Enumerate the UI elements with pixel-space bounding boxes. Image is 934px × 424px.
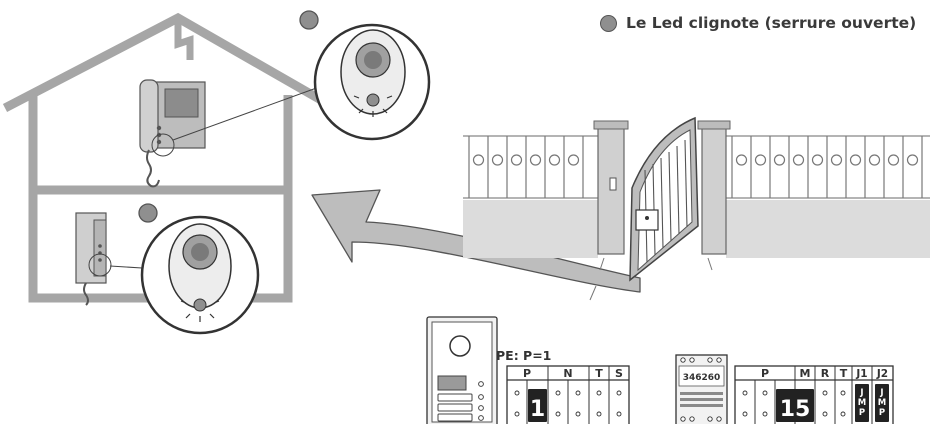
camera-icon	[449, 335, 471, 357]
module-header-r: R	[821, 367, 830, 380]
panel-header-n: N	[563, 367, 572, 380]
lower-blinking-led-icon	[193, 298, 207, 312]
power-module: 346260	[675, 354, 728, 424]
module-header-j2: J2	[876, 368, 888, 380]
jumper-j1	[855, 384, 869, 422]
led-indicator-icon	[600, 14, 617, 32]
panel-header-p: P	[523, 367, 531, 380]
upper-led-zoom	[313, 23, 431, 141]
entrance-panel	[426, 316, 498, 424]
panel-terminal-block: P N T S 1	[506, 365, 630, 424]
panel-header-s: S	[615, 367, 623, 380]
fence	[463, 120, 930, 301]
panel-setting-label: PE: P=1	[496, 348, 551, 363]
module-config-value: 15	[780, 397, 811, 422]
module-header-t: T	[840, 367, 848, 380]
legend: Le Led clignote (serrure ouverte)	[600, 14, 916, 32]
module-header-m: M	[800, 367, 811, 380]
lower-led-zoom	[140, 215, 260, 335]
module-header-j1: J1	[855, 368, 867, 380]
panel-config-value: 1	[530, 397, 545, 422]
lower-focus-ring	[88, 253, 112, 277]
jumper-j2	[875, 384, 889, 422]
speaker-grille-icon	[437, 375, 467, 391]
upper-focus-ring	[151, 133, 175, 157]
upper-handset-device	[139, 79, 206, 188]
legend-text: Le Led clignote (serrure ouverte)	[626, 14, 917, 32]
power-module-model: 346260	[683, 373, 721, 383]
module-header-p: P	[761, 367, 769, 380]
open-gate	[629, 116, 699, 282]
upper-blinking-led-icon	[366, 93, 380, 107]
upper-led-dot-icon	[299, 10, 319, 30]
lower-led-dot-icon	[138, 203, 158, 223]
panel-header-t: T	[595, 367, 603, 380]
